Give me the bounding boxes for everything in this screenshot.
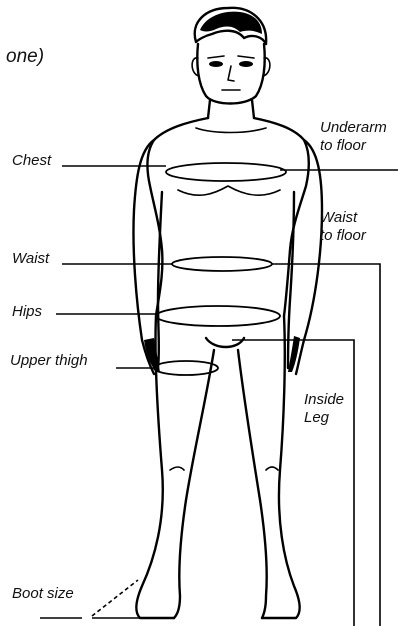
header-fragment: one) [6, 46, 44, 67]
label-waist-to-floor-1: Waist [320, 209, 358, 226]
label-boot-size: Boot size [12, 585, 74, 602]
right-knee [266, 467, 278, 470]
label-underarm-to-floor-2: to floor [320, 137, 367, 154]
label-waist: Waist [12, 250, 50, 267]
collarbone [196, 128, 266, 133]
left-leg-inner [174, 350, 214, 618]
chest-tape [166, 163, 286, 181]
torso-right [254, 118, 309, 316]
human-figure [133, 8, 322, 618]
neck-right [252, 100, 254, 118]
label-inside-leg-2: Leg [304, 409, 330, 426]
torso-left [147, 118, 208, 316]
hips-tape [156, 306, 280, 326]
left-knee [170, 467, 184, 470]
right-leg-inner [238, 350, 267, 618]
left-eyebrow [208, 56, 224, 58]
label-underarm-to-floor-1: Underarm [320, 119, 387, 136]
label-inside-leg-1: Inside [304, 391, 344, 408]
label-hips: Hips [12, 303, 43, 320]
right-eye [239, 61, 253, 67]
waist-tape [172, 257, 272, 271]
nose [228, 66, 234, 81]
left-eye [209, 61, 223, 67]
right-arm-inner [288, 192, 294, 368]
upper-thigh-tape [154, 361, 218, 375]
chest-detail [178, 186, 280, 195]
label-upper-thigh: Upper thigh [10, 352, 88, 369]
boot-size-dash [92, 580, 138, 616]
label-chest: Chest [12, 152, 52, 169]
label-waist-to-floor-2: to floor [320, 227, 367, 244]
neck-left [208, 100, 210, 118]
head-outline [197, 44, 264, 104]
right-eyebrow [238, 56, 254, 58]
